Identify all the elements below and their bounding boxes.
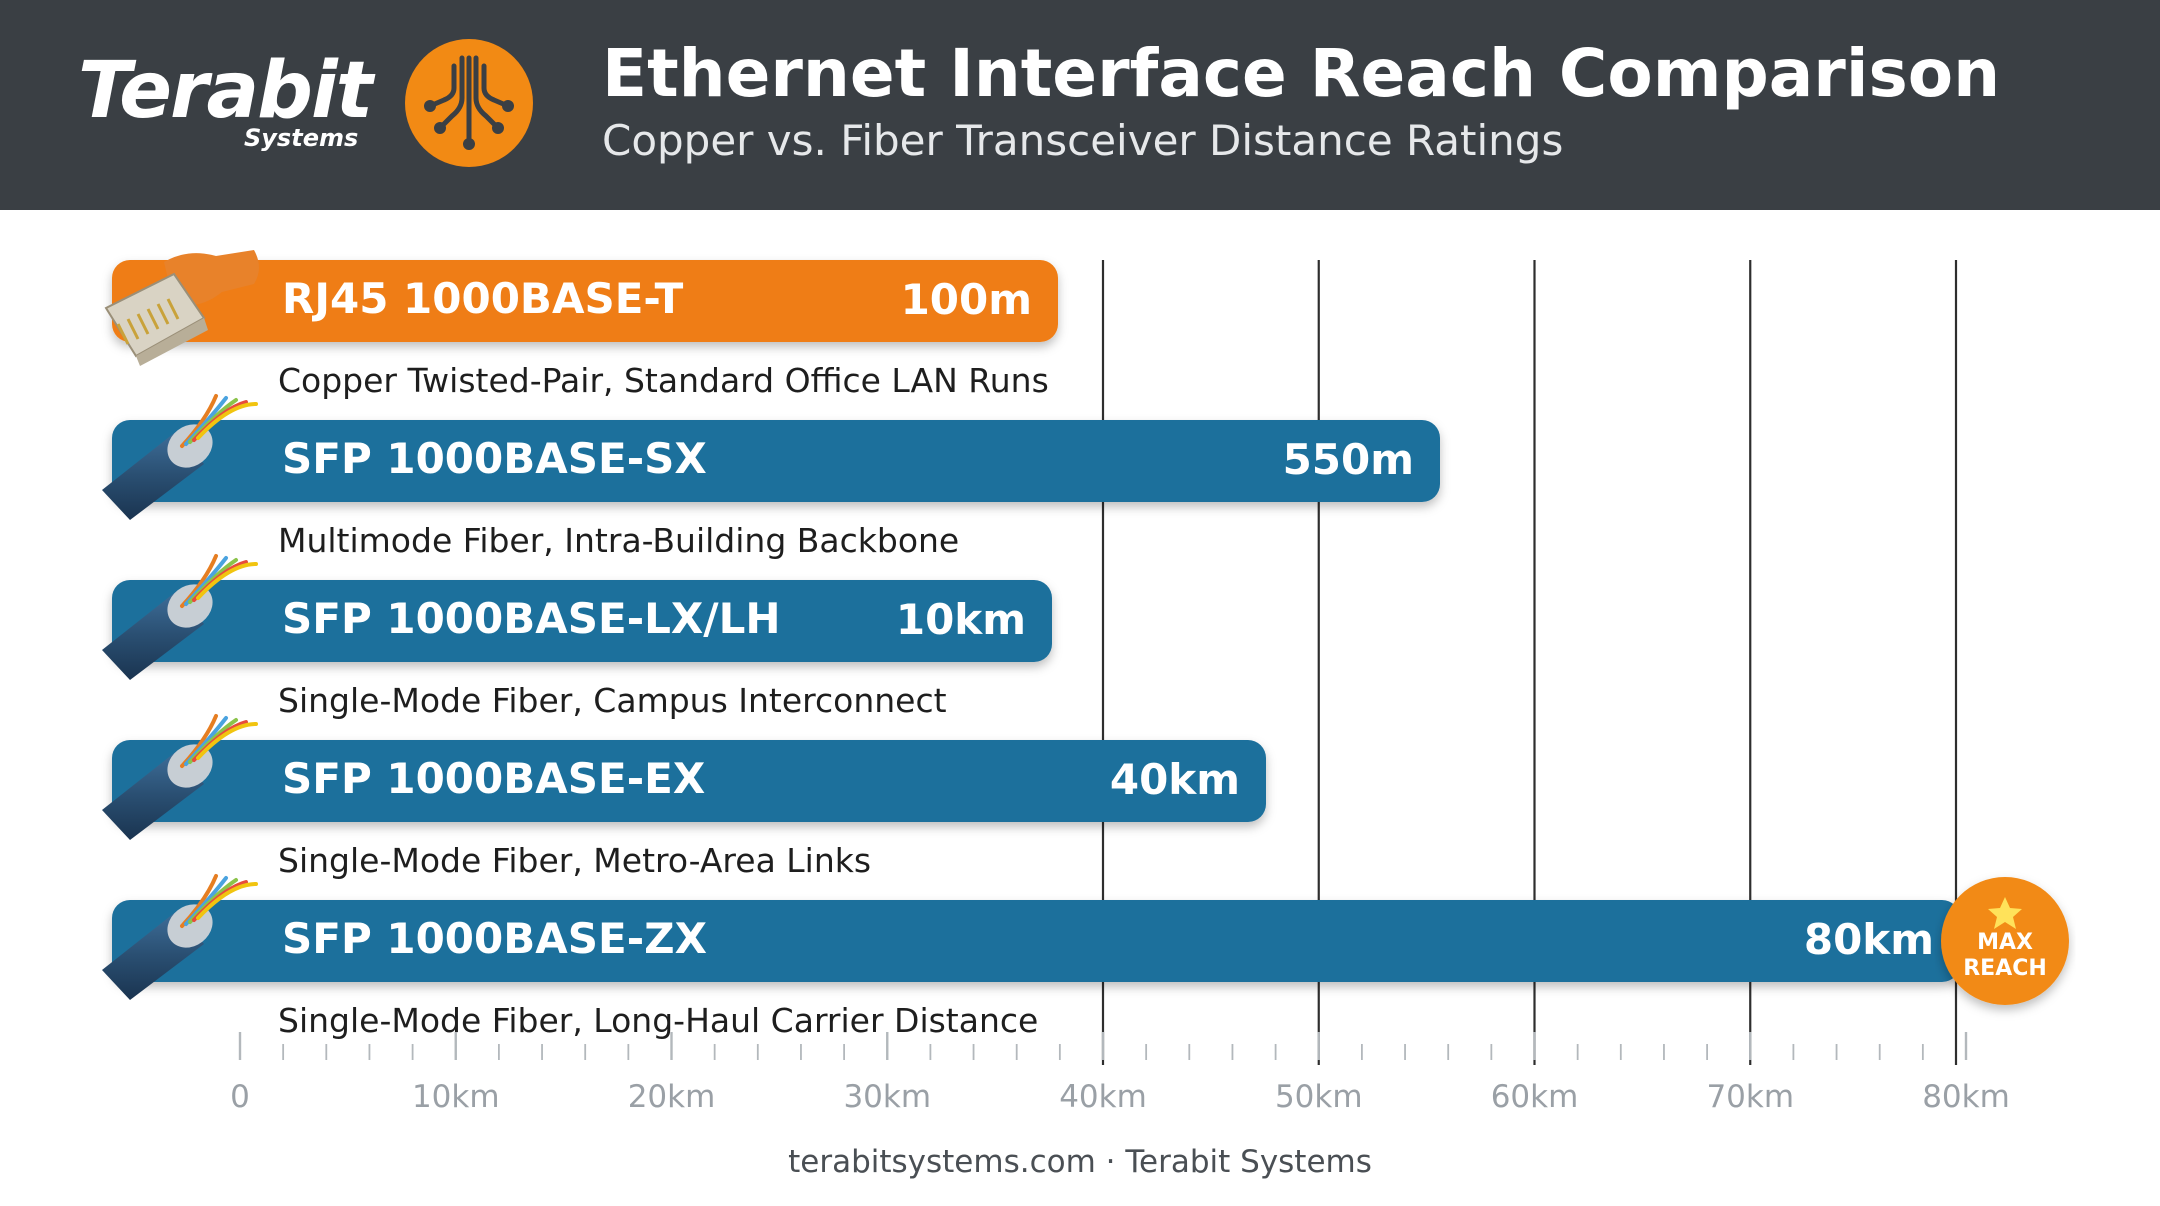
fiber-cable-icon — [102, 394, 258, 520]
bar-label: SFP 1000BASE-SX — [282, 434, 707, 483]
circuit-logo-icon — [405, 39, 533, 167]
chart-subtitle: Copper vs. Fiber Transceiver Distance Ra… — [602, 116, 1564, 165]
bar — [112, 260, 1058, 342]
x-tick-label: 60km — [1491, 1079, 1579, 1115]
x-tick-label: 80km — [1922, 1079, 2010, 1115]
x-tick-label: 10km — [412, 1079, 500, 1115]
x-tick-label: 20km — [628, 1079, 716, 1115]
x-tick-label: 0 — [230, 1079, 250, 1115]
badge-label-line: REACH — [1963, 956, 2047, 981]
bar-description: Single-Mode Fiber, Campus Interconnect — [278, 681, 947, 720]
fiber-cable-icon — [102, 714, 258, 840]
bar — [112, 580, 1052, 662]
x-axis: 0 10km 20km 30km 40km 50km 60km 70km 80km — [230, 1032, 2010, 1115]
chart-title: Ethernet Interface Reach Comparison — [602, 35, 2001, 112]
bar-label: SFP 1000BASE-LX/LH — [282, 594, 781, 643]
x-tick-label: 40km — [1059, 1079, 1147, 1115]
bar-value-label: 100m — [901, 275, 1032, 324]
bar — [112, 740, 1266, 822]
fiber-cable-icon — [102, 874, 258, 1000]
x-tick-label: 50km — [1275, 1079, 1363, 1115]
bar-description: Copper Twisted-Pair, Standard Office LAN… — [278, 361, 1049, 400]
bar-label: RJ45 1000BASE-T — [282, 274, 684, 323]
star-icon — [1988, 897, 2022, 929]
bar-value-label: 80km — [1804, 915, 1934, 964]
footer-credit: terabitsystems.com · Terabit Systems — [788, 1144, 1372, 1180]
header-banner: Terabit Systems Ethernet Interface Reach… — [0, 0, 2160, 210]
bar-label: SFP 1000BASE-ZX — [282, 914, 707, 963]
bar-value-label: 550m — [1283, 435, 1414, 484]
bar-label: SFP 1000BASE-EX — [282, 754, 705, 803]
logo-subtext: Systems — [244, 124, 359, 152]
bar-description: Single-Mode Fiber, Long-Haul Carrier Dis… — [278, 1001, 1038, 1040]
fiber-cable-icon — [102, 554, 258, 680]
bar-description: Single-Mode Fiber, Metro-Area Links — [278, 841, 871, 880]
x-tick-label: 70km — [1706, 1079, 1794, 1115]
bar-value-label: 10km — [896, 595, 1026, 644]
bar — [112, 900, 1960, 982]
rj45-connector-icon — [104, 250, 259, 366]
bar-value-label: 40km — [1110, 755, 1240, 804]
badge-label-line: MAX — [1977, 930, 2033, 955]
bar-description: Multimode Fiber, Intra-Building Backbone — [278, 521, 959, 560]
bar — [112, 420, 1440, 502]
logo-wordmark: Terabit — [78, 46, 373, 136]
x-tick-label: 30km — [843, 1079, 931, 1115]
